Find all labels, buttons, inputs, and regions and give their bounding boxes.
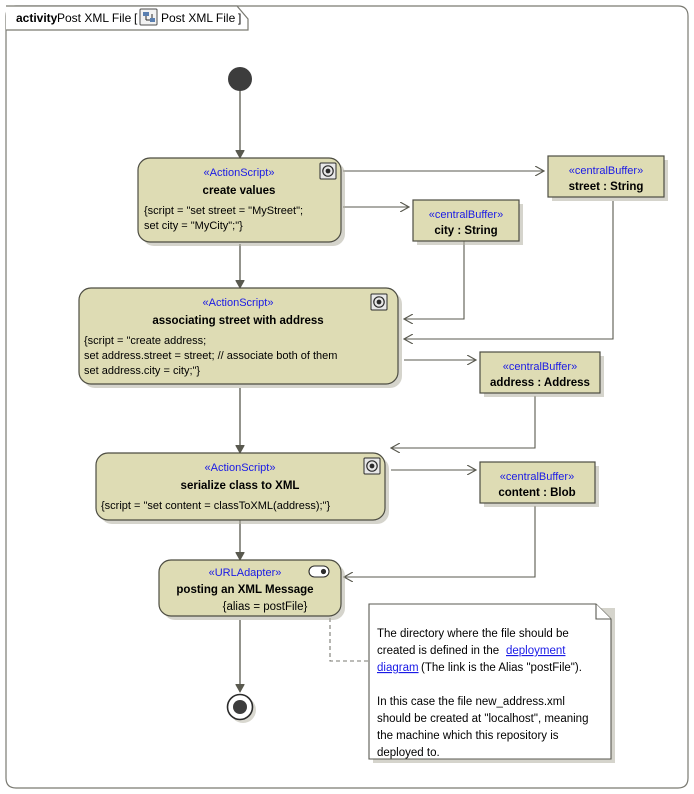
script-gear-icon [319,162,337,180]
frame-bracket-close: ] [238,11,241,25]
buffer-city-stereotype: «centralBuffer» [429,209,503,221]
url-adapter-pill-icon [308,565,330,578]
note-para2-line1: In this case the file new_address.xml [377,696,565,708]
action-node-associating-street-with-address[interactable]: «ActionScript» associating street with a… [78,287,402,388]
action1-script-line-1: set city = "MyCity";"} [144,220,243,232]
note-para2-line3: the machine which this repository is [377,730,559,742]
activity-final-node[interactable] [226,693,257,724]
note-deployment-link-line2[interactable]: diagram [377,662,419,674]
note-comment[interactable]: The directory where the file should be c… [368,603,615,763]
script-gear-icon [370,293,388,311]
action2-script-line-2: set address.city = city;"} [84,365,200,377]
buffer-address-stereotype: «centralBuffer» [503,361,577,373]
flow-street-to-associating [404,201,614,339]
action4-name: posting an XML Message [176,584,313,596]
note-anchor-connector [329,618,369,662]
object-flows [343,171,614,577]
action-node-create-values[interactable]: «ActionScript» create values {script = "… [137,157,345,246]
action-node-serialize-class-to-xml[interactable]: «ActionScript» serialize class to XML {s… [95,452,389,524]
note-para2-line4: deployed to. [377,747,440,759]
action3-name: serialize class to XML [181,480,300,492]
buffer-address-name: address : Address [490,377,590,389]
note-para2-line2: should be created at "localhost", meanin… [377,713,588,725]
flow-address-to-serialize [391,396,536,448]
action1-name: create values [203,185,276,197]
note-para1-line3-suffix: (The link is the Alias "postFile"). [421,662,582,674]
action3-stereotype: «ActionScript» [205,462,276,474]
action1-script-line-0: {script = "set street = "MyStreet"; [144,205,303,217]
frame-title: Post XML File [57,11,132,25]
flow-city-to-associating [404,240,465,319]
action4-stereotype: «URLAdapter» [209,567,282,579]
flow-content-to-posting [344,506,536,577]
frame-bracket-open: [ [134,11,138,25]
buffer-street-name: street : String [569,181,644,193]
note-para1-line2-prefix: created is defined in the [377,645,499,657]
central-buffer-address[interactable]: «centralBuffer» address : Address [479,351,604,397]
action2-script-line-1: set address.street = street; // associat… [84,350,337,362]
action-node-posting-an-xml-message[interactable]: «URLAdapter» posting an XML Message {ali… [158,559,345,620]
buffer-street-stereotype: «centralBuffer» [569,165,643,177]
action4-alias: {alias = postFile} [223,601,308,613]
activity-diagram-icon [139,8,158,26]
buffer-city-name: city : String [434,225,497,237]
central-buffer-city[interactable]: «centralBuffer» city : String [412,199,523,245]
action2-stereotype: «ActionScript» [203,297,274,309]
action3-script-line-0: {script = "set content = classToXML(addr… [101,500,330,512]
frame-keyword: activity [16,11,58,25]
frame-tab-label: Post XML File [161,11,236,25]
action2-script-line-0: {script = "create address; [84,335,206,347]
note-para1-line1: The directory where the file should be [377,628,569,640]
action1-stereotype: «ActionScript» [204,167,275,179]
central-buffer-street[interactable]: «centralBuffer» street : String [547,155,668,201]
buffer-content-stereotype: «centralBuffer» [500,471,574,483]
central-buffer-content[interactable]: «centralBuffer» content : Blob [479,461,599,507]
note-deployment-link-line1[interactable]: deployment [506,645,566,657]
initial-node[interactable] [228,67,252,91]
action2-name: associating street with address [152,315,323,327]
buffer-content-name: content : Blob [498,487,575,499]
script-gear-icon [363,457,381,475]
